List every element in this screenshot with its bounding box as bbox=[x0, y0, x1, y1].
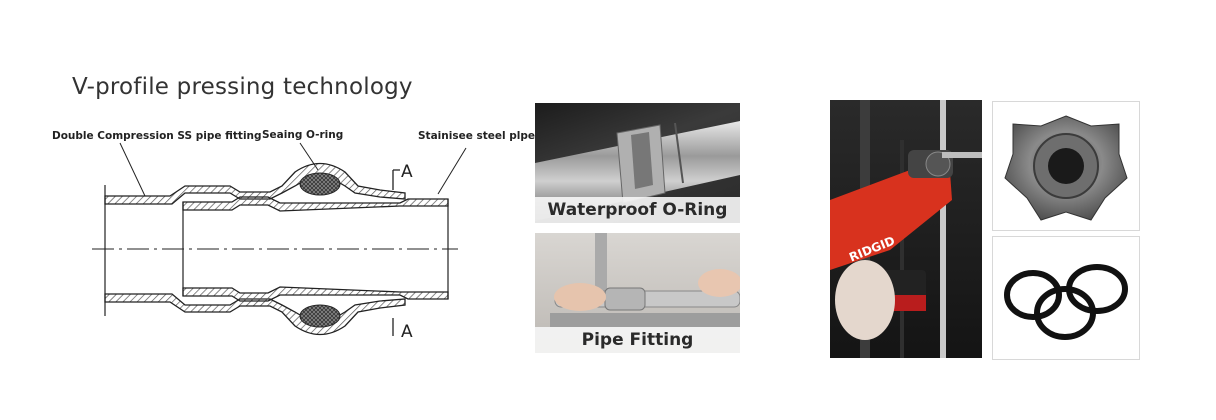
photo-waterproof-oring: Waterproof O-Ring bbox=[535, 103, 740, 223]
thumb-o-rings bbox=[992, 236, 1140, 360]
pipe-section-svg bbox=[92, 142, 467, 336]
section-mark-top: A bbox=[401, 162, 413, 182]
caption-inspection: Pipe Fitting Inspection bbox=[535, 327, 740, 353]
section-mark-bottom: A bbox=[401, 322, 413, 342]
leader-pipe bbox=[437, 147, 467, 195]
leader-fitting bbox=[119, 142, 146, 197]
o-ring-bottom bbox=[299, 304, 341, 328]
fitting-wall-top bbox=[104, 162, 406, 205]
page-title: V-profile pressing technology bbox=[72, 74, 413, 100]
pipe-photo-graphic bbox=[535, 121, 740, 221]
section-marker-top bbox=[392, 169, 400, 190]
photo-pressing-tool: RIDGID bbox=[830, 100, 982, 358]
o-rings-graphic bbox=[1004, 264, 1128, 340]
pipe-wall-bottom bbox=[182, 286, 449, 302]
photo-inspection: Pipe Fitting Inspection bbox=[535, 233, 740, 353]
label-pipe: Stainisee steel plpe bbox=[418, 130, 536, 142]
label-fitting: Double Compression SS pipe fitting bbox=[52, 130, 262, 142]
fitting-profile-graphic bbox=[1004, 115, 1128, 221]
tool-photo-graphic bbox=[830, 100, 982, 358]
label-oring: Seaing O-ring bbox=[262, 129, 344, 141]
caption-waterproof: Waterproof O-Ring bbox=[535, 197, 740, 223]
thumb-fitting-profile bbox=[992, 101, 1140, 231]
inspection-photo-graphic bbox=[550, 233, 740, 327]
pipe-wall-top bbox=[182, 196, 449, 212]
o-ring-top bbox=[299, 172, 341, 196]
